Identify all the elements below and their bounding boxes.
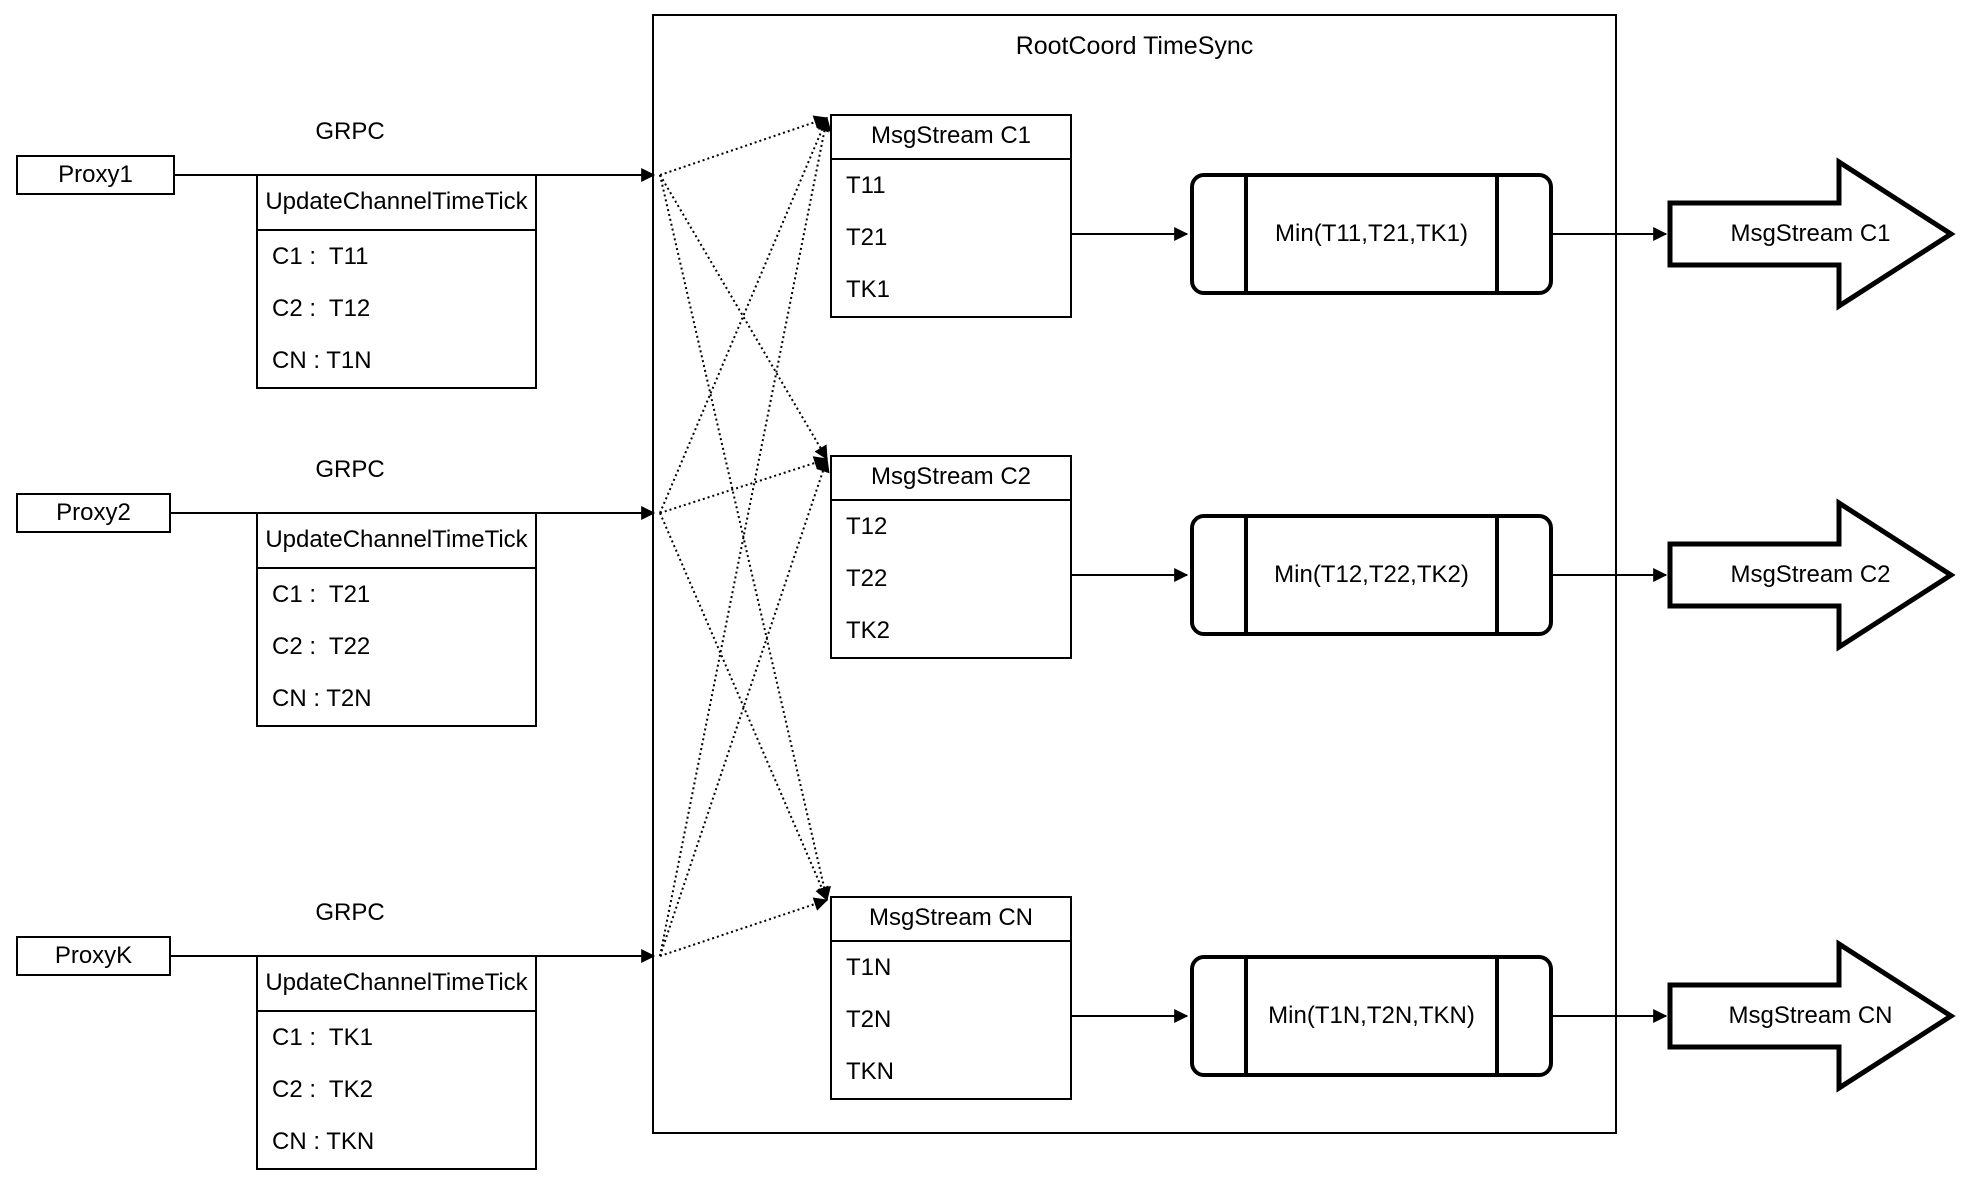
min-box-3: Min(T1N,T2N,TKN)	[1190, 955, 1553, 1077]
grpc-label-3: GRPC	[315, 899, 385, 926]
table-row: T21	[846, 224, 888, 251]
output-arrow-label-c2: MsgStream C2	[1670, 544, 1951, 606]
output-arrow-shape-cn	[1667, 939, 1956, 1093]
min-box-divider-right	[1495, 518, 1499, 632]
update-timetick-table-1: UpdateChannelTimeTick C1 : T11 C2 : T12 …	[256, 174, 537, 389]
proxy-box-2: Proxy2	[16, 493, 171, 533]
table-row: T12	[846, 513, 888, 540]
table-row: C2 : T22	[272, 633, 371, 660]
output-arrow-text: MsgStream C2	[1730, 561, 1891, 588]
rootcoord-title: RootCoord TimeSync	[1015, 32, 1254, 60]
table-row: C1 : T11	[272, 243, 369, 270]
min-box-2: Min(T12,T22,TK2)	[1190, 514, 1553, 636]
table-row: CN : TKN	[272, 1128, 375, 1155]
output-connectors	[1553, 227, 1668, 1023]
output-arrow-shape-c1	[1667, 157, 1956, 311]
proxy-label: Proxy1	[58, 161, 133, 188]
output-arrow-label-c1: MsgStream C1	[1670, 203, 1951, 265]
proxy-box-1: Proxy1	[16, 155, 175, 195]
update-timetick-table-3: UpdateChannelTimeTick C1 : TK1 C2 : TK2 …	[256, 955, 537, 1170]
grpc-label-2: GRPC	[315, 456, 385, 483]
msgstream-table-cn: MsgStream CN T1N T2N TKN	[830, 896, 1072, 1100]
table-row: CN : T2N	[272, 685, 372, 712]
min-box-divider-right	[1495, 177, 1499, 291]
msgstream-table-c2: MsgStream C2 T12 T22 TK2	[830, 455, 1072, 659]
table-row: CN : T1N	[272, 347, 372, 374]
min-label: Min(T12,T22,TK2)	[1274, 561, 1469, 588]
msgstream-table-c1: MsgStream C1 T11 T21 TK1	[830, 114, 1072, 318]
table-row: C2 : TK2	[272, 1076, 373, 1103]
grpc-label-1: GRPC	[315, 118, 385, 145]
proxy-box-k: ProxyK	[16, 936, 171, 976]
table-row: T22	[846, 565, 888, 592]
min-box-divider-left	[1244, 959, 1248, 1073]
min-box-divider-left	[1244, 518, 1248, 632]
proxy-label: ProxyK	[54, 942, 133, 969]
table-row: T2N	[846, 1006, 892, 1033]
proxy-label: Proxy2	[56, 499, 131, 526]
output-arrow-text: MsgStream CN	[1728, 1002, 1893, 1029]
output-arrow-label-cn: MsgStream CN	[1670, 985, 1951, 1047]
table-row: TKN	[846, 1058, 894, 1085]
table-header: UpdateChannelTimeTick	[258, 176, 535, 231]
table-header: MsgStream CN	[832, 898, 1070, 942]
dotted-broadcast-links	[659, 115, 832, 957]
table-row: C1 : TK1	[272, 1024, 373, 1051]
table-row: T1N	[846, 954, 892, 981]
table-header: UpdateChannelTimeTick	[258, 957, 535, 1012]
min-label: Min(T11,T21,TK1)	[1275, 220, 1468, 247]
min-input-connectors	[1072, 227, 1189, 1023]
table-header: MsgStream C1	[832, 116, 1070, 160]
table-row: C2 : T12	[272, 295, 371, 322]
update-timetick-table-2: UpdateChannelTimeTick C1 : T21 C2 : T22 …	[256, 512, 537, 727]
table-row: TK2	[846, 617, 891, 644]
min-box-divider-right	[1495, 959, 1499, 1073]
msgstream-output-arrows	[1667, 157, 1956, 1093]
table-row: T11	[846, 172, 886, 199]
table-header: MsgStream C2	[832, 457, 1070, 501]
min-box-1: Min(T11,T21,TK1)	[1190, 173, 1553, 295]
table-header: UpdateChannelTimeTick	[258, 514, 535, 569]
output-arrow-text: MsgStream C1	[1730, 220, 1891, 247]
output-arrow-shape-c2	[1667, 498, 1956, 652]
min-label: Min(T1N,T2N,TKN)	[1268, 1002, 1475, 1029]
table-row: C1 : T21	[272, 581, 371, 608]
table-row: TK1	[846, 276, 891, 303]
min-box-divider-left	[1244, 177, 1248, 291]
